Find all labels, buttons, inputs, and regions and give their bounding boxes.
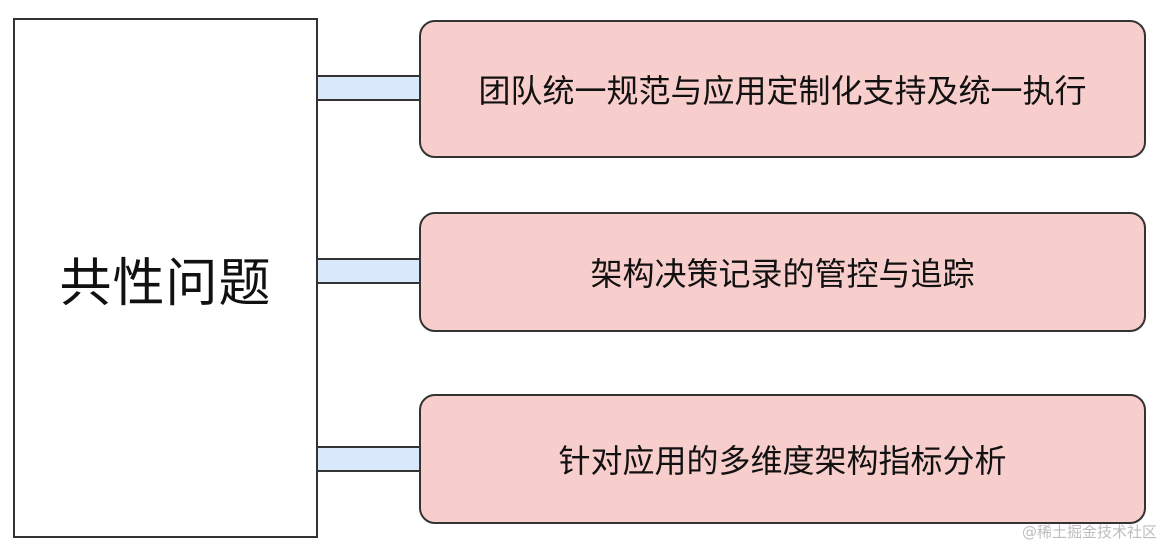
branch-node-3: 针对应用的多维度架构指标分析: [419, 394, 1146, 524]
root-node: 共性问题: [13, 18, 318, 538]
root-node-label: 共性问题: [59, 253, 272, 314]
branch-node-3-label: 针对应用的多维度架构指标分析: [558, 442, 1007, 480]
branch-node-1: 团队统一规范与应用定制化支持及统一执行: [419, 20, 1146, 158]
branch-node-1-label: 团队统一规范与应用定制化支持及统一执行: [478, 72, 1087, 110]
connector-2: [318, 258, 420, 284]
branch-node-2-label: 架构决策记录的管控与追踪: [590, 255, 975, 293]
connector-3: [318, 446, 420, 472]
branch-node-2: 架构决策记录的管控与追踪: [419, 212, 1146, 332]
connector-1: [318, 75, 420, 101]
watermark-text: @稀土掘金技术社区: [1021, 523, 1157, 541]
